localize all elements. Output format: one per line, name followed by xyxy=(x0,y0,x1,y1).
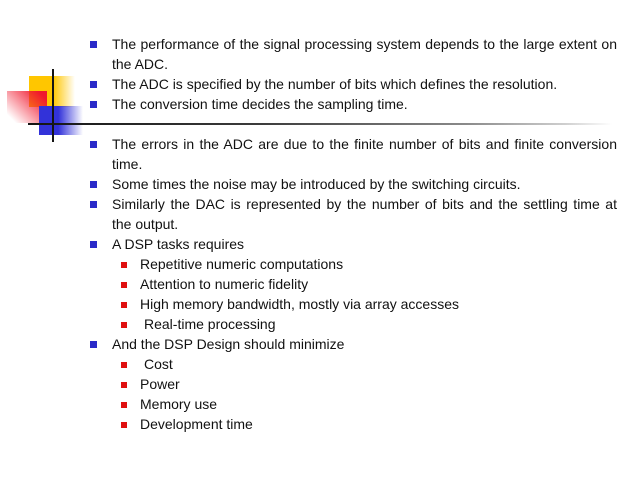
sub-bullet-square-icon xyxy=(121,322,127,328)
sub-bullet-square-icon xyxy=(121,402,127,408)
sub-bullet-square-icon xyxy=(121,362,127,368)
bullet-item: The conversion time decides the sampling… xyxy=(90,94,617,114)
bullet-text: The errors in the ADC are due to the fin… xyxy=(112,136,617,172)
bullet-square-icon xyxy=(90,81,97,88)
bullet-square-icon xyxy=(90,341,97,348)
bullet-square-icon xyxy=(90,241,97,248)
bullet-item: Some times the noise may be introduced b… xyxy=(90,174,617,194)
bullet-item: The errors in the ADC are due to the fin… xyxy=(90,134,617,174)
sub-bullet-item: Power xyxy=(90,374,617,394)
sub-bullet-square-icon xyxy=(121,282,127,288)
sub-bullet-text: Cost xyxy=(144,356,173,372)
bullet-item: Similarly the DAC is represented by the … xyxy=(90,194,617,234)
sub-bullet-item: Repetitive numeric computations xyxy=(90,254,617,274)
sub-bullet-item: High memory bandwidth, mostly via array … xyxy=(90,294,617,314)
bullet-text: The ADC is specified by the number of bi… xyxy=(112,76,558,92)
sub-bullet-square-icon xyxy=(121,382,127,388)
bullet-square-icon xyxy=(90,41,97,48)
sub-bullet-text: Memory use xyxy=(140,396,218,412)
ornament-vertical-line xyxy=(52,69,54,142)
sub-bullet-text: Power xyxy=(140,376,180,392)
bullet-list: The performance of the signal processing… xyxy=(90,34,617,434)
sub-bullet-text: Development time xyxy=(140,416,253,432)
sub-bullet-item: Memory use xyxy=(90,394,617,414)
sub-bullet-text: Repetitive numeric computations xyxy=(140,256,344,272)
sub-bullet-square-icon xyxy=(121,302,127,308)
bullet-square-icon xyxy=(90,101,97,108)
bullet-text: The conversion time decides the sampling… xyxy=(112,96,408,112)
bullet-text: The performance of the signal processing… xyxy=(112,36,617,72)
sub-bullet-square-icon xyxy=(121,422,127,428)
sub-bullet-item: Development time xyxy=(90,414,617,434)
bullet-text: And the DSP Design should minimize xyxy=(112,336,345,352)
bullet-item: And the DSP Design should minimize xyxy=(90,334,617,354)
divider-line xyxy=(28,123,612,125)
bullet-text: Some times the noise may be introduced b… xyxy=(112,176,521,192)
sub-bullet-text: Attention to numeric fidelity xyxy=(140,276,309,292)
bullet-square-icon xyxy=(90,201,97,208)
bullet-item: A DSP tasks requires xyxy=(90,234,617,254)
sub-bullet-item: Real-time processing xyxy=(90,314,617,334)
sub-bullet-item: Cost xyxy=(90,354,617,374)
sub-bullet-text: High memory bandwidth, mostly via array … xyxy=(140,296,460,312)
bullet-item: The performance of the signal processing… xyxy=(90,34,617,74)
bullet-square-icon xyxy=(90,181,97,188)
ornament-blue-square xyxy=(39,106,83,135)
bullet-item: The ADC is specified by the number of bi… xyxy=(90,74,617,94)
sub-bullet-square-icon xyxy=(121,262,127,268)
bullet-text: Similarly the DAC is represented by the … xyxy=(112,196,617,232)
sub-bullet-text: Real-time processing xyxy=(144,316,276,332)
bullet-square-icon xyxy=(90,141,97,148)
bullet-text: A DSP tasks requires xyxy=(112,236,245,252)
sub-bullet-item: Attention to numeric fidelity xyxy=(90,274,617,294)
